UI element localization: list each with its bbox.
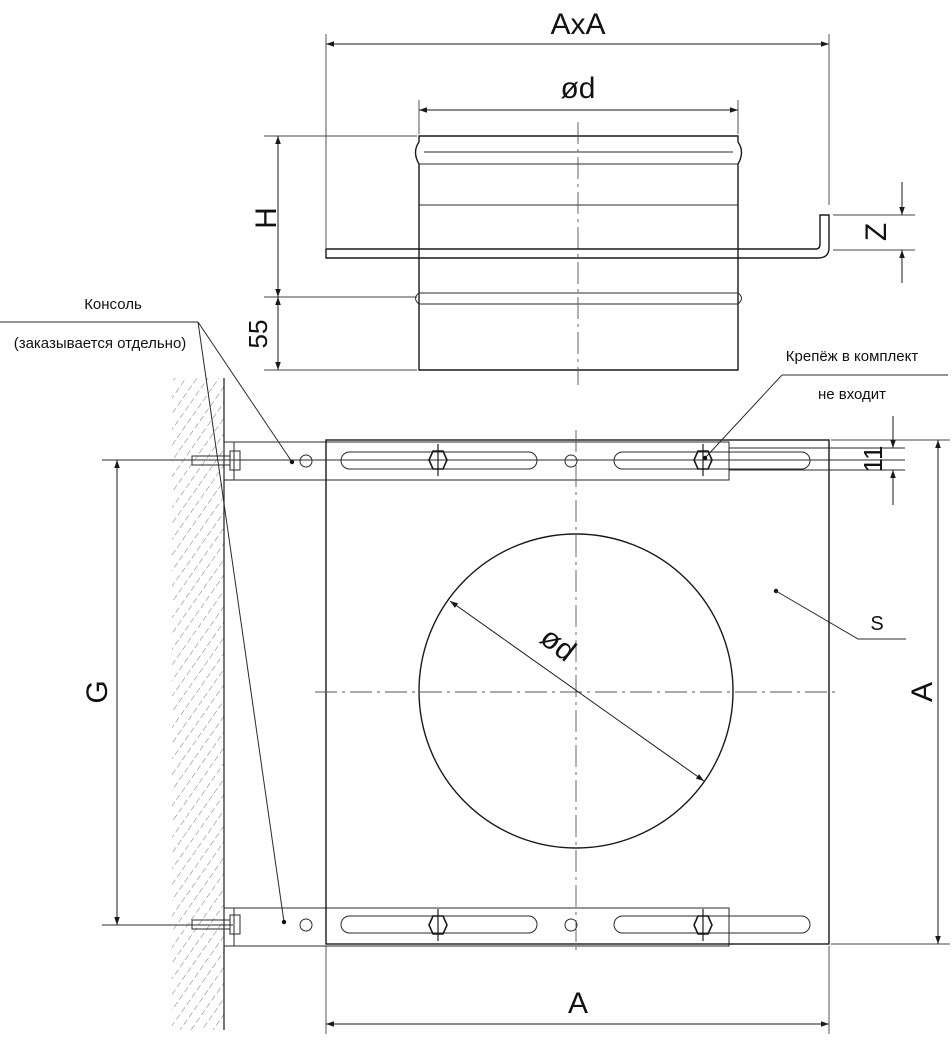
pipe-outline bbox=[414, 135, 743, 371]
label-z: Z bbox=[860, 223, 893, 241]
label-console-line1: Консоль bbox=[84, 296, 142, 313]
dim-phi-d-circle bbox=[449, 600, 705, 782]
leader-fastener bbox=[704, 374, 783, 459]
label-s: S bbox=[870, 613, 883, 635]
hex-bolt bbox=[693, 909, 713, 941]
leader-console bbox=[197, 321, 285, 923]
label-fastener-line1: Крепёж в комплект bbox=[786, 348, 919, 365]
label-g: G bbox=[81, 680, 114, 703]
label-a-right: A bbox=[906, 682, 939, 702]
label-phi-d-top: ød bbox=[560, 72, 595, 105]
label-55: 55 bbox=[243, 320, 273, 349]
label-phi-d-circle: ød bbox=[534, 621, 582, 669]
label-fastener-line2: не входит bbox=[818, 386, 886, 403]
label-11: 11 bbox=[858, 446, 888, 473]
hex-bolt bbox=[693, 444, 713, 476]
hole bbox=[564, 918, 578, 932]
side-elevation: АхА ød H 55 Z bbox=[243, 8, 915, 385]
leader-dot bbox=[702, 455, 708, 461]
wall-hatch bbox=[172, 378, 224, 1030]
console-upper bbox=[223, 441, 730, 481]
pipe-bead-lower bbox=[415, 292, 742, 305]
slot bbox=[613, 915, 811, 934]
plate-flange bbox=[325, 214, 830, 259]
label-a-bottom: A bbox=[568, 987, 588, 1020]
leader-dot bbox=[281, 919, 287, 925]
hole bbox=[564, 454, 578, 468]
leader-console bbox=[197, 321, 293, 463]
console-lower bbox=[223, 907, 730, 947]
label-console-line2: (заказывается отдельно) bbox=[14, 335, 187, 352]
hex-bolt bbox=[428, 444, 448, 476]
hex-bolt bbox=[428, 909, 448, 941]
slot bbox=[340, 915, 538, 934]
pipe-opening bbox=[418, 533, 734, 849]
leader-dot bbox=[289, 459, 295, 465]
slot bbox=[613, 451, 811, 470]
label-h: H bbox=[250, 207, 283, 229]
hole bbox=[299, 454, 313, 468]
plan-view: ød G A 11 A S Консоль (заказывается отде… bbox=[0, 296, 950, 1034]
label-axa: АхА bbox=[550, 8, 605, 41]
hole bbox=[299, 918, 313, 932]
leader-s bbox=[775, 590, 906, 640]
